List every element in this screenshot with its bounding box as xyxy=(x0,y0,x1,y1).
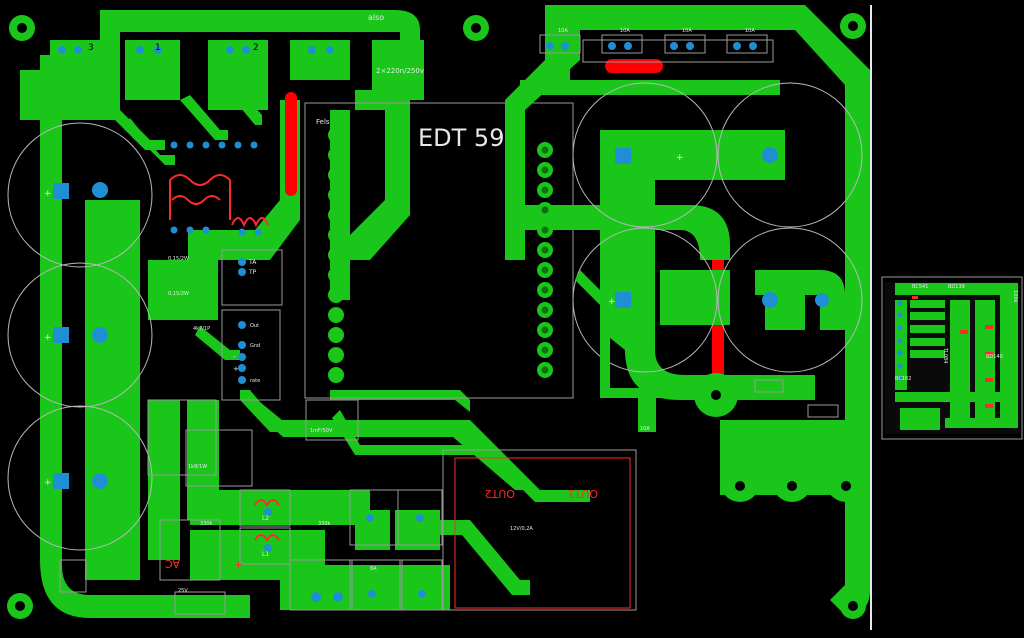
mid-pad-column-right[interactable] xyxy=(537,142,553,378)
label-res-small2: 0,15/2W xyxy=(168,291,189,297)
board-title: EDT 59 xyxy=(418,124,504,152)
mid-pad-column-right-holes xyxy=(541,146,549,374)
label-conn-3: 3 xyxy=(88,43,94,53)
label-l2: L2 xyxy=(262,515,269,522)
left-board-copper xyxy=(20,10,590,618)
label-sec-right: 10A xyxy=(640,426,650,432)
label-plus: + xyxy=(233,365,239,373)
label-gnd: Gnd xyxy=(250,343,260,349)
cap-plus-mark-4: + xyxy=(676,153,684,163)
left-capacitor-outlines xyxy=(7,122,153,551)
right-capacitor-pads[interactable] xyxy=(615,147,829,308)
label-out1: OUT1 xyxy=(568,487,598,500)
label-input-res: 1k8/1W xyxy=(188,464,207,470)
label-bias-res: 4k7/1P xyxy=(193,326,210,332)
label-fels: Fels xyxy=(316,118,330,126)
label-fuse-d: 10A xyxy=(745,28,755,34)
label-fuse-a: 10A xyxy=(558,28,568,34)
label-v-out: Out xyxy=(250,323,259,329)
label-rate: rate xyxy=(250,378,260,384)
left-capacitor-pads[interactable] xyxy=(53,182,108,489)
label-bd139: BD139 xyxy=(948,284,965,290)
cap-plus-mark-3: + xyxy=(44,478,52,488)
cap-plus-mark-5: + xyxy=(608,297,616,307)
right-top-fuse-outlines xyxy=(442,34,839,611)
label-r100k: 100k xyxy=(1012,290,1018,303)
label-res-small: 0,15/2W xyxy=(168,256,189,262)
label-ta: TA xyxy=(248,259,257,266)
left-component-outlines xyxy=(59,249,443,615)
cap-plus-mark-1: + xyxy=(44,189,52,199)
label-bc182: BC182 xyxy=(895,376,911,382)
label-trafo: 1mF/50V xyxy=(310,428,333,434)
label-fuse-c: 10A xyxy=(682,28,692,34)
cap-plus-mark-2: + xyxy=(44,333,52,343)
label-cap-rating: 2×220n/250v xyxy=(376,67,424,75)
label-conn-2: 2 xyxy=(253,43,259,53)
label-plus-red: + xyxy=(234,558,243,571)
label-bd140: BD140 xyxy=(986,354,1003,360)
label-bc541: BC541 xyxy=(912,284,928,290)
label-ua: 8A xyxy=(370,566,377,572)
label-r330b: 330k xyxy=(318,521,331,527)
label-l1: L1 xyxy=(262,551,269,558)
preamp-board[interactable] xyxy=(881,276,1023,440)
label-tl084: TL084 xyxy=(942,347,948,363)
label-also: also xyxy=(368,13,384,22)
label-ac: AC xyxy=(165,557,180,570)
center-board-outline xyxy=(304,102,574,399)
label-box: 12V/0,2A xyxy=(510,526,533,532)
inductor-traces xyxy=(169,174,280,542)
label-fuse-b: 10A xyxy=(620,28,630,34)
label-out2: OUT2 xyxy=(485,487,515,500)
label-tp: TP xyxy=(248,269,257,276)
mid-pad-column-left-copper xyxy=(328,127,344,383)
left-pads[interactable] xyxy=(58,46,426,602)
label-conn-1: 1 xyxy=(155,43,161,53)
mounting-holes[interactable] xyxy=(7,13,866,619)
right-top-fuse-pads[interactable] xyxy=(546,42,757,50)
label-r330: 330k xyxy=(200,521,213,527)
right-small-traces xyxy=(575,270,700,432)
label-minus: - xyxy=(233,353,236,361)
right-capacitor-outlines xyxy=(572,82,863,373)
label-volt: 25V xyxy=(178,588,188,594)
